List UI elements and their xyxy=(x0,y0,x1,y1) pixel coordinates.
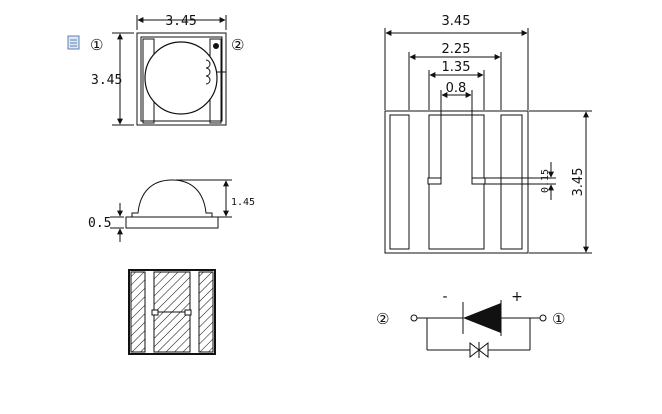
bottom-view-body xyxy=(128,269,216,355)
pad-inner-span-label: 1.35 xyxy=(442,60,471,75)
side-view-outline xyxy=(125,179,219,229)
dome-height-label: 1.45 xyxy=(231,197,255,208)
plus-sign: + xyxy=(511,289,523,305)
lens-circle xyxy=(144,41,218,115)
top-view-pin2-label: ② xyxy=(231,36,244,54)
top-view-width-label: 3.45 xyxy=(165,14,196,29)
schematic-left-pin-label: ② xyxy=(376,310,389,328)
pad-layout: 3.45 2.25 1.35 0.8 0.15 3.45 xyxy=(384,14,592,254)
pad-height-label: 3.45 xyxy=(571,168,586,197)
bottom-view-notch-left xyxy=(151,309,159,316)
pad-slot-label: 0.15 xyxy=(540,169,551,193)
bottom-view-notch-right xyxy=(184,309,192,316)
polarity-dot xyxy=(213,43,219,49)
pad-left xyxy=(389,114,410,250)
pad-layout-outline xyxy=(384,110,529,254)
top-view-inner-frame xyxy=(140,36,223,122)
zener-triangle-right xyxy=(478,341,489,359)
top-view-body xyxy=(136,32,227,126)
terminal-left xyxy=(410,314,418,322)
pad-overall-width-label: 3.45 xyxy=(442,14,471,29)
side-view: 1.45 0.5 xyxy=(88,179,255,242)
lens-notch xyxy=(205,59,211,85)
document-icon xyxy=(67,35,80,50)
base-height-label: 0.5 xyxy=(88,216,111,231)
bottom-view xyxy=(128,269,216,355)
pad-center xyxy=(428,114,485,250)
diode-schematic: - + ② ① xyxy=(376,289,565,359)
pad-outer-span-label: 2.25 xyxy=(442,42,471,57)
top-view: 3.45 3.45 ① ② xyxy=(67,14,244,126)
top-view-height-label: 3.45 xyxy=(91,73,122,88)
pad-right xyxy=(500,114,523,250)
pad-center-notch-right xyxy=(471,177,486,185)
zener-triangle-left xyxy=(469,341,480,359)
pad-center-notch-left xyxy=(427,177,442,185)
schematic-right-pin-label: ① xyxy=(552,310,565,328)
pad-gap-label: 0.8 xyxy=(446,81,467,96)
terminal-right xyxy=(539,314,547,322)
minus-sign: - xyxy=(442,289,447,305)
bottom-view-right-pad xyxy=(198,271,214,353)
bottom-view-left-pad xyxy=(130,271,146,353)
diode-triangle xyxy=(463,303,501,333)
top-view-pin1-label: ① xyxy=(90,36,103,54)
